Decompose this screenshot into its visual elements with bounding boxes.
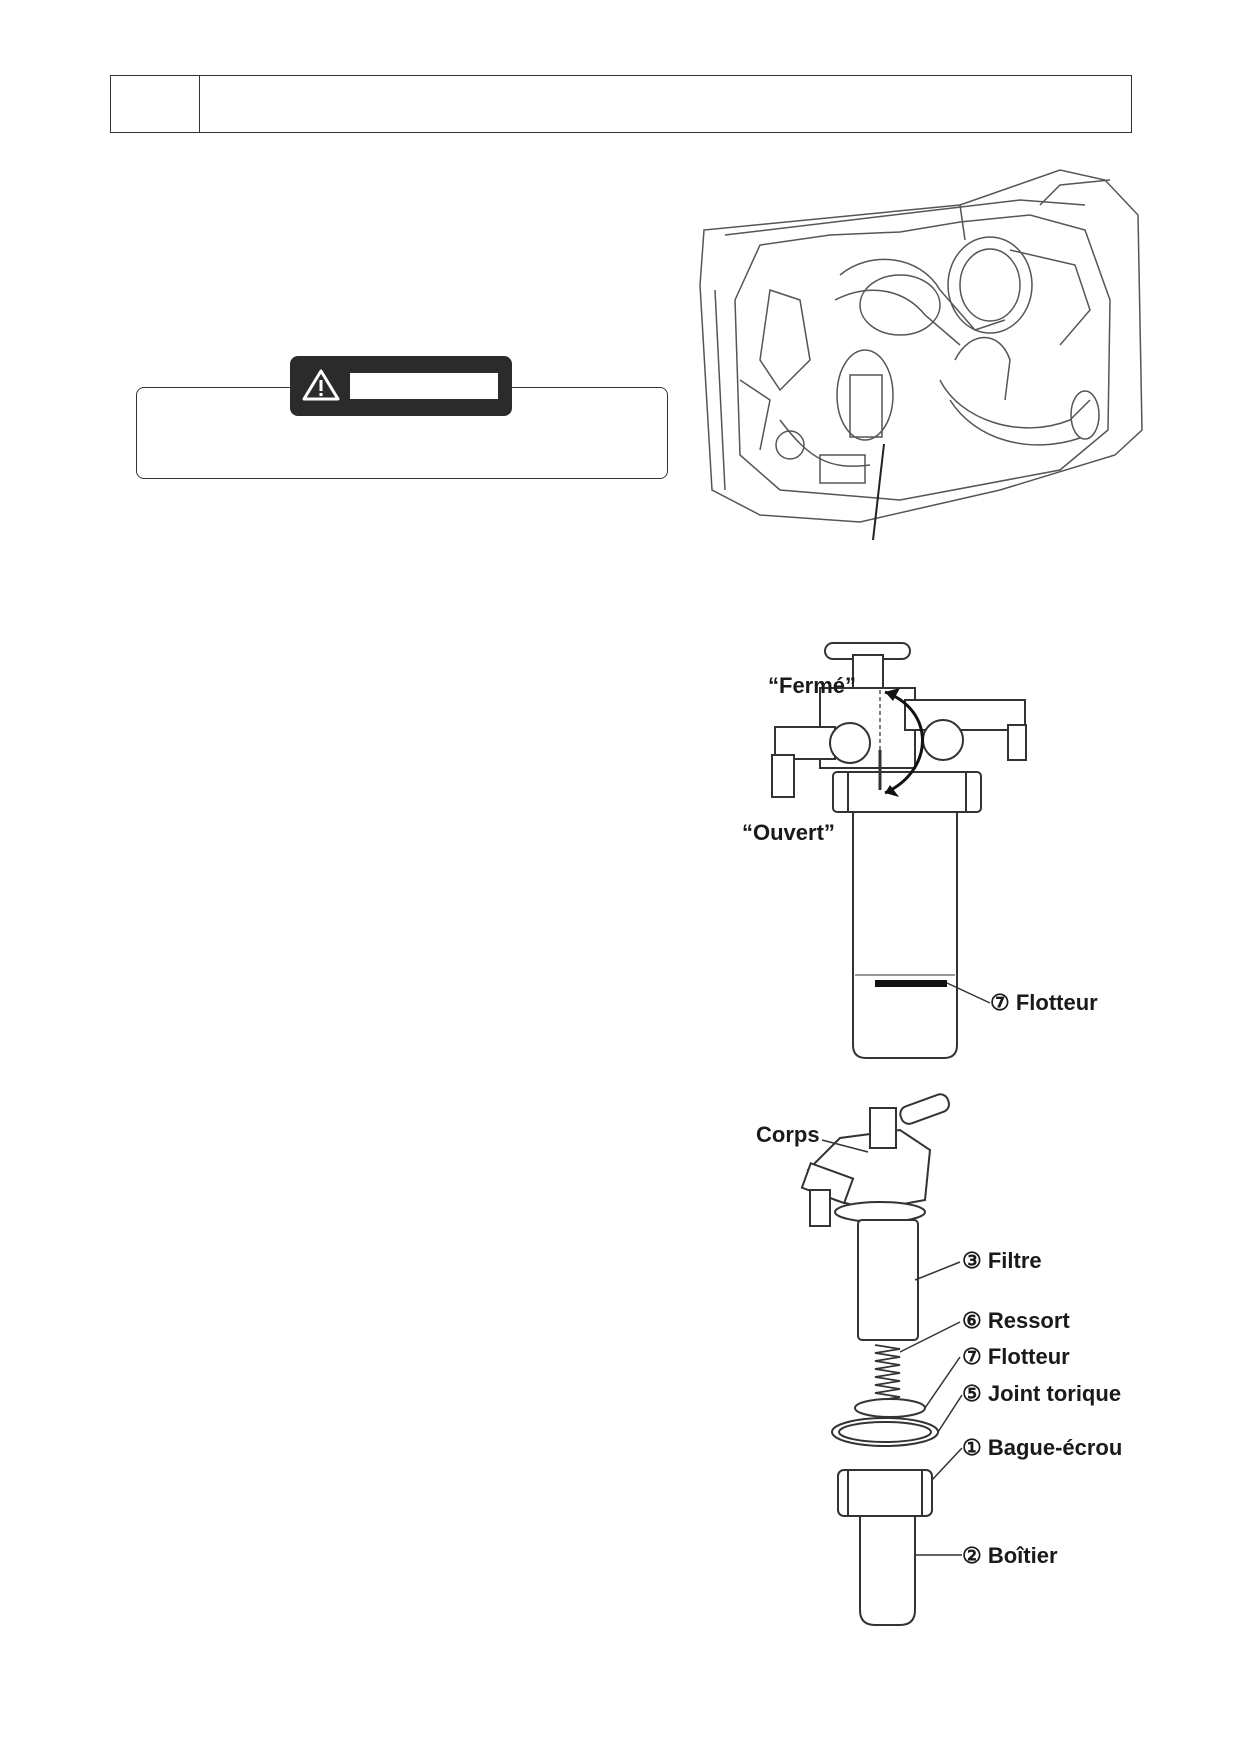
warning-label: [350, 373, 498, 399]
section-header: [110, 75, 1132, 133]
filter-label: ③ Filtre: [962, 1248, 1042, 1273]
housing-label: ② Boîtier: [962, 1543, 1058, 1568]
body-label: Corps: [756, 1122, 820, 1147]
o-ring-label: ⑤ Joint torique: [962, 1381, 1122, 1406]
ring-nut-label: ① Bague-écrou: [962, 1435, 1122, 1460]
closed-position-label: “Fermé”: [768, 673, 857, 698]
warning-tab: [290, 356, 512, 416]
exploded-float-label: ⑦ Flotteur: [962, 1344, 1070, 1369]
open-position-label: “Ouvert”: [742, 820, 835, 845]
spring-label: ⑥ Ressort: [962, 1308, 1070, 1333]
float-label: ⑦ Flotteur: [990, 990, 1098, 1015]
warning-triangle-icon: [302, 368, 340, 407]
header-divider: [199, 76, 200, 132]
